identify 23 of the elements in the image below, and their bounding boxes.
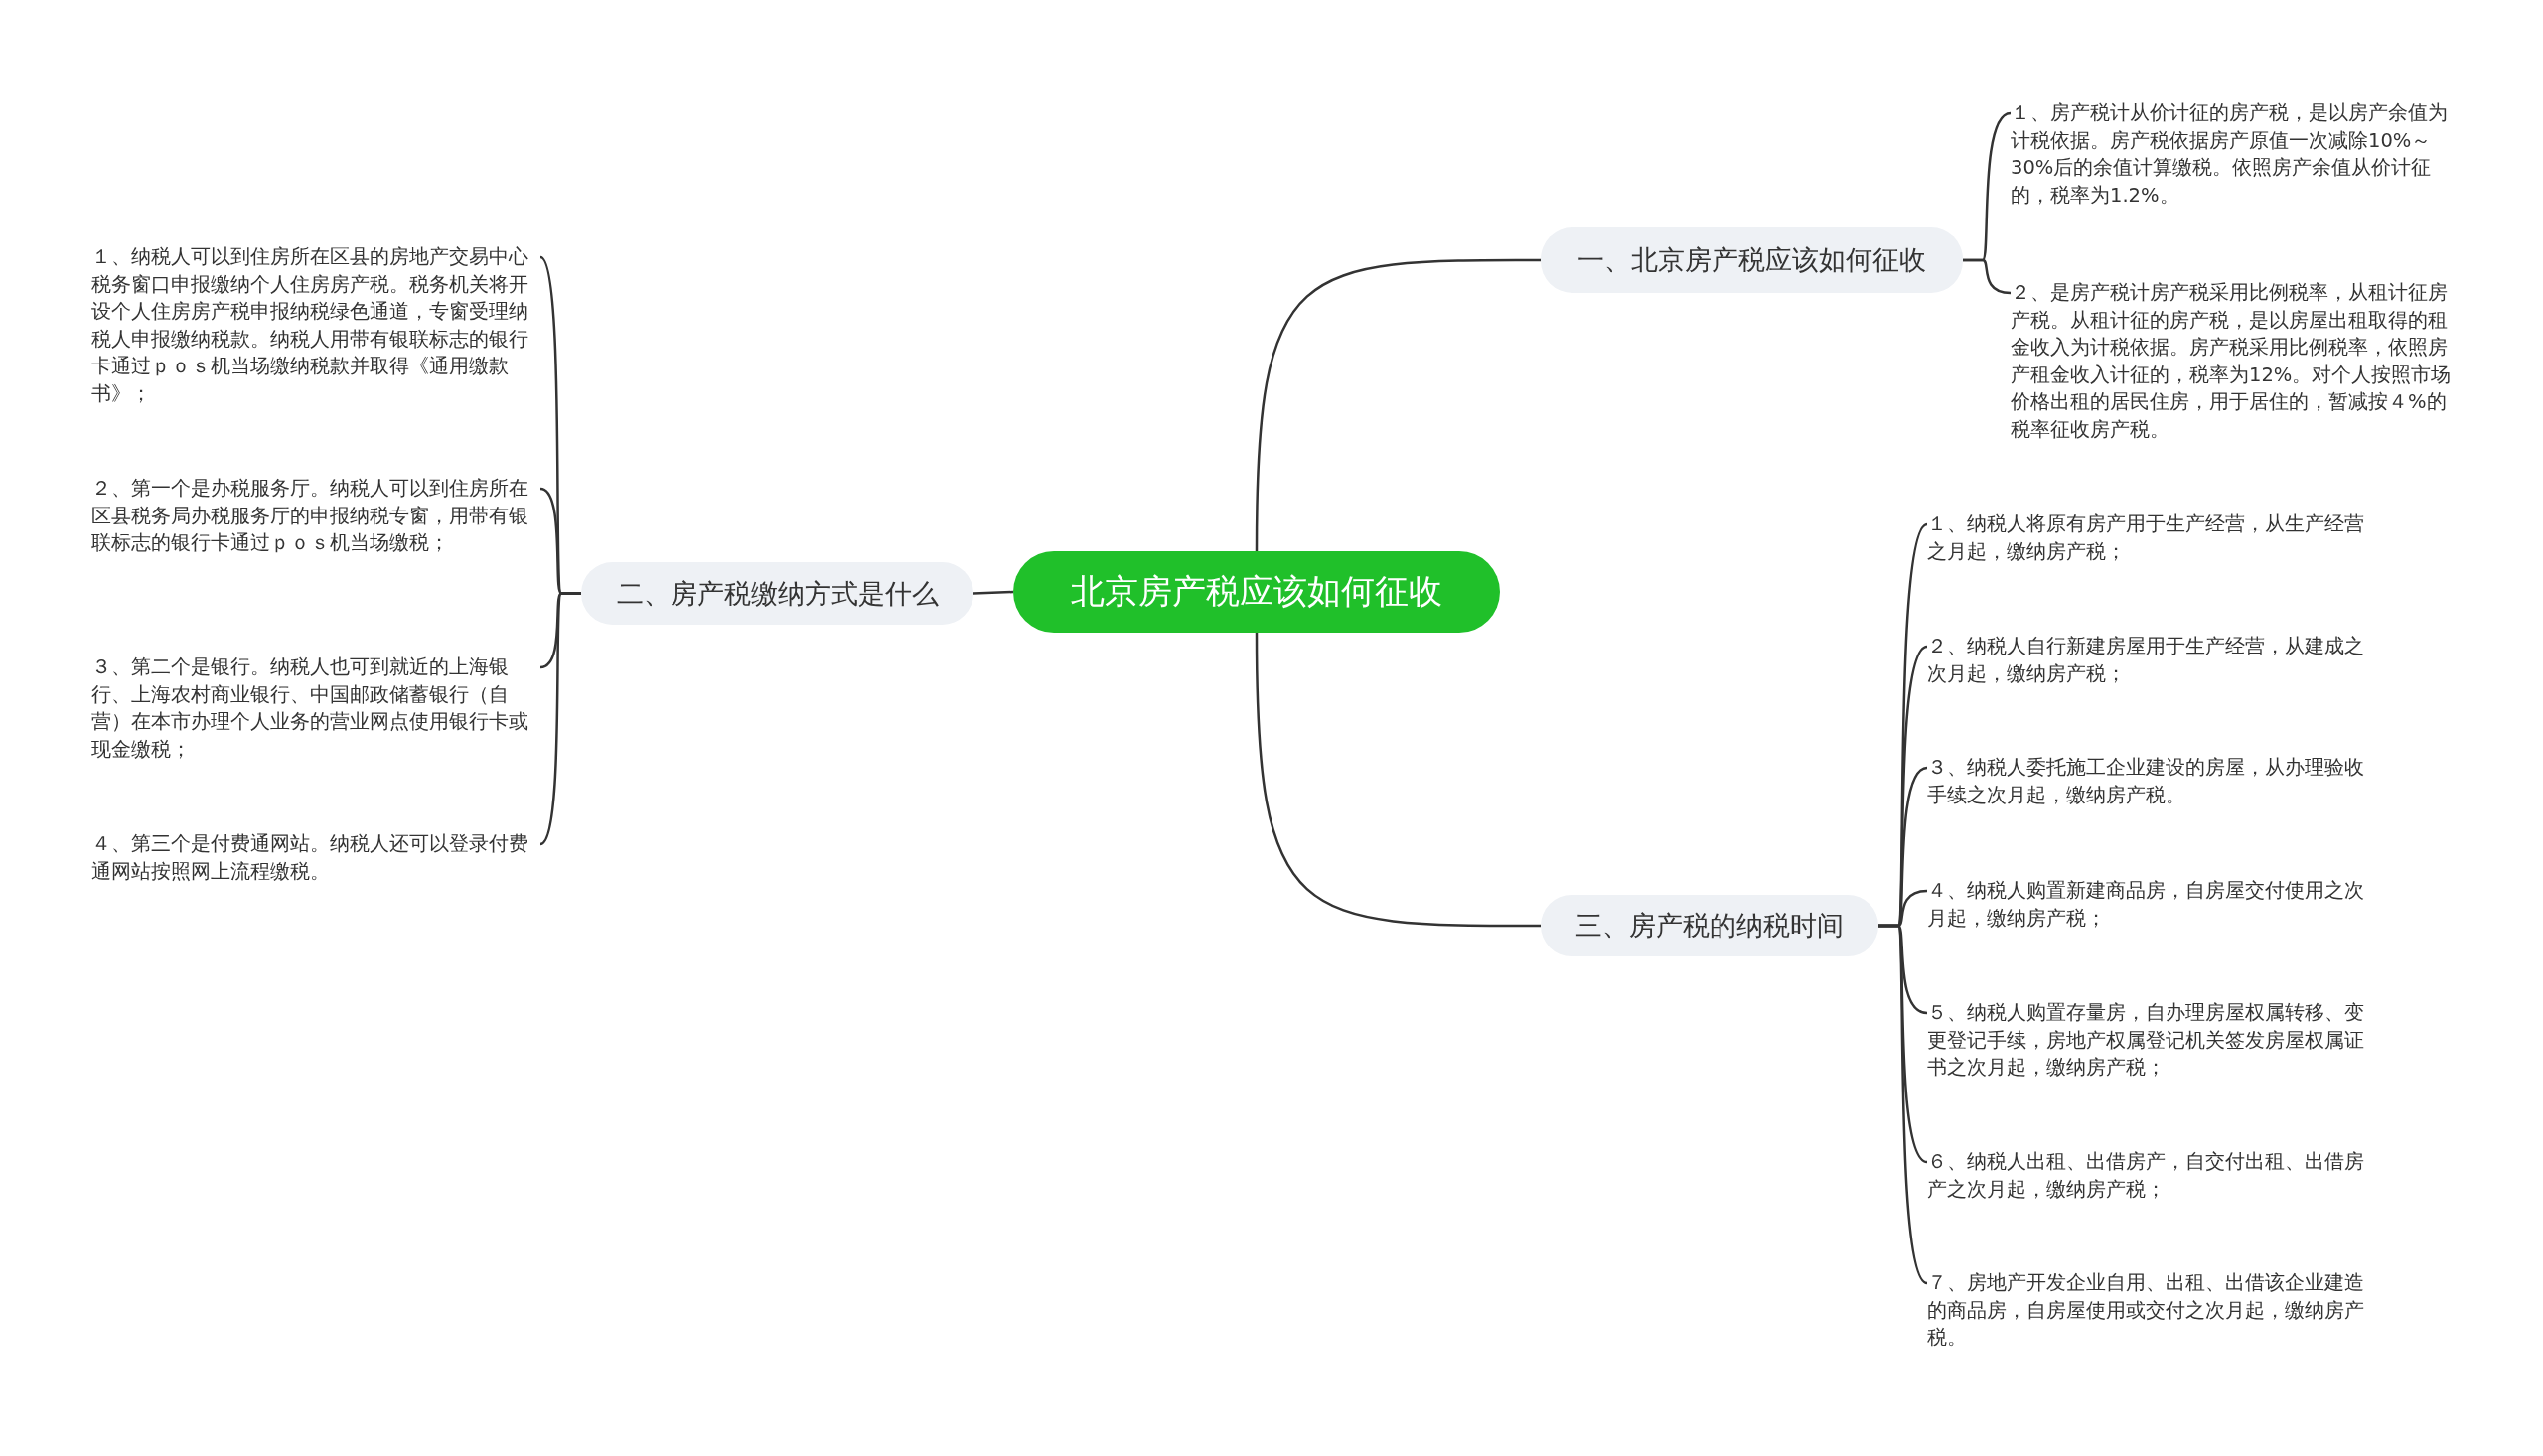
note-text: ４、第三个是付费通网站。纳税人还可以登录付费通网站按照网上流程缴税。 (91, 830, 540, 885)
note-text: １、纳税人可以到住房所在区县的房地产交易中心税务窗口申报缴纳个人住房房产税。税务机关将开设个人住房房产税申报纳税绿色通道，专窗受理纳税人申报缴纳税款。纳税人用带有银联标志的银行卡通过ｐｏｓ机当场缴纳税款并取得《通用缴款书》； (91, 243, 540, 407)
topic-pill: 三、房产税的纳税时间 (1541, 895, 1878, 956)
connector-line (1878, 924, 1928, 1284)
note-text: ２、第一个是办税服务厅。纳税人可以到住房所在区县税务局办税服务厅的申报纳税专窗，用带有银联标志的银行卡通过ｐｏｓ机当场缴税； (91, 475, 540, 557)
note-text: ７、房地产开发企业自用、出租、出借该企业建造的商品房，自房屋使用或交付之次月起，缴纳房产税。 (1927, 1269, 2374, 1352)
connector-line (972, 590, 1014, 595)
note-text: ３、第二个是银行。纳税人也可到就近的上海银行、上海农村商业银行、中国邮政储蓄银行（自营）在本市办理个人业务的营业网点使用银行卡或现金缴税； (91, 654, 540, 763)
note-text: ４、纳税人购置新建商品房，自房屋交付使用之次月起，缴纳房产税； (1927, 877, 2374, 932)
note-text: ３、纳税人委托施工企业建设的房屋，从办理验收手续之次月起，缴纳房产税。 (1927, 754, 2374, 808)
connector-line (539, 592, 581, 845)
note-text: １、房产税计从价计征的房产税，是以房产余值为计税依据。房产税依据房产原值一次减除10%～30%后的余值计算缴税。依照房产余值从价计征的，税率为1.2%。 (2011, 99, 2458, 209)
note-text: ２、纳税人自行新建房屋用于生产经营，从建成之次月起，缴纳房产税； (1927, 633, 2374, 687)
note-text: ６、纳税人出租、出借房产，自交付出租、出借房产之次月起，缴纳房产税； (1927, 1148, 2374, 1203)
topic-pill: 一、北京房产税应该如何征收 (1541, 227, 1963, 293)
connector-line (1963, 258, 2012, 295)
connector-line (1255, 633, 1541, 928)
note-text: １、纳税人将原有房产用于生产经营，从生产经营之月起，缴纳房产税； (1927, 510, 2374, 565)
note-text: ２、是房产税计房产税采用比例税率，从租计征房产税。从租计征的房产税，是以房屋出租取得的租金收入为计税依据。房产税采用比例税率，依照房产租金收入计征的，税率为12%。对个人按照市场价格出租的居民住房，用于居住的，暂减按４%的税率征收房产税。 (2011, 279, 2458, 443)
central-topic: 北京房产税应该如何征收 (1013, 551, 1500, 633)
connector-line (1255, 258, 1541, 551)
topic-pill: 二、房产税缴纳方式是什么 (581, 562, 973, 625)
note-text: ５、纳税人购置存量房，自办理房屋权属转移、变更登记手续，房地产权属登记机关签发房屋权属证书之次月起，缴纳房产税； (1927, 999, 2374, 1082)
